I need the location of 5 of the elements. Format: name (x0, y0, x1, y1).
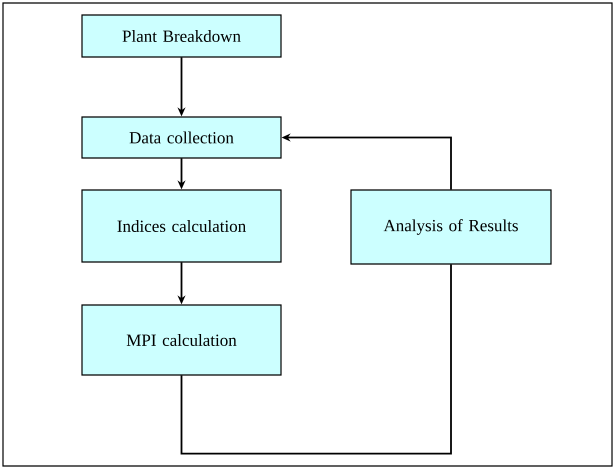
process-box: Plant Breakdown (81, 14, 282, 58)
process-box: Indices calculation (81, 189, 282, 263)
process-box: Data collection (81, 116, 282, 159)
process-box: MPI calculation (81, 304, 282, 376)
process-box: Analysis of Results (350, 189, 552, 265)
